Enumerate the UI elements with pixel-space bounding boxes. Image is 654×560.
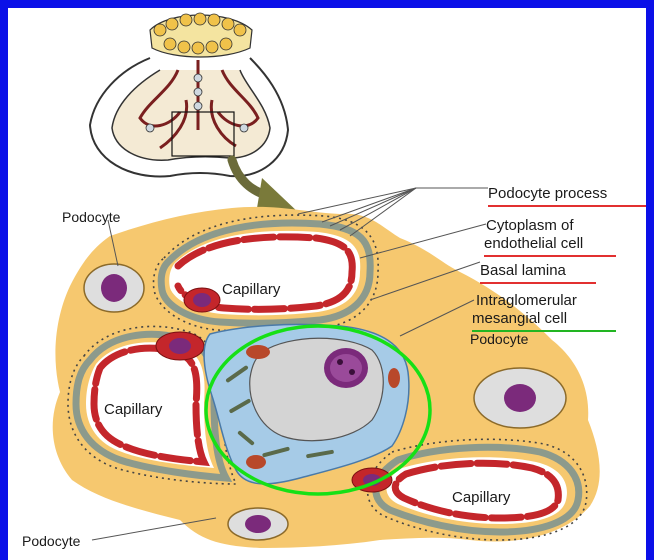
glomerulus-diagram: Podocyte process Cytoplasm of endothelia… <box>8 8 646 560</box>
label-mesangial-2: mesangial cell <box>472 310 567 327</box>
mesangial-nucleus <box>324 348 368 388</box>
label-cytoplasm-1: Cytoplasm of <box>486 217 574 234</box>
label-capillary-top: Capillary <box>222 281 281 298</box>
label-podocyte-process: Podocyte process <box>488 185 607 202</box>
renal-corpuscle-overview <box>90 13 288 177</box>
label-podocyte-bottom-left: Podocyte <box>22 533 81 549</box>
label-capillary-bottom-right: Capillary <box>452 489 511 506</box>
diagram-frame: Podocyte process Cytoplasm of endothelia… <box>8 8 646 560</box>
label-basal-lamina: Basal lamina <box>480 262 567 279</box>
label-cytoplasm-2: endothelial cell <box>484 235 583 252</box>
label-podocyte-right: Podocyte <box>470 331 529 347</box>
callout-labels: Podocyte process Cytoplasm of endothelia… <box>472 185 646 331</box>
label-capillary-left: Capillary <box>104 401 163 418</box>
label-podocyte-top-left: Podocyte <box>62 209 121 225</box>
label-mesangial-1: Intraglomerular <box>476 292 577 309</box>
